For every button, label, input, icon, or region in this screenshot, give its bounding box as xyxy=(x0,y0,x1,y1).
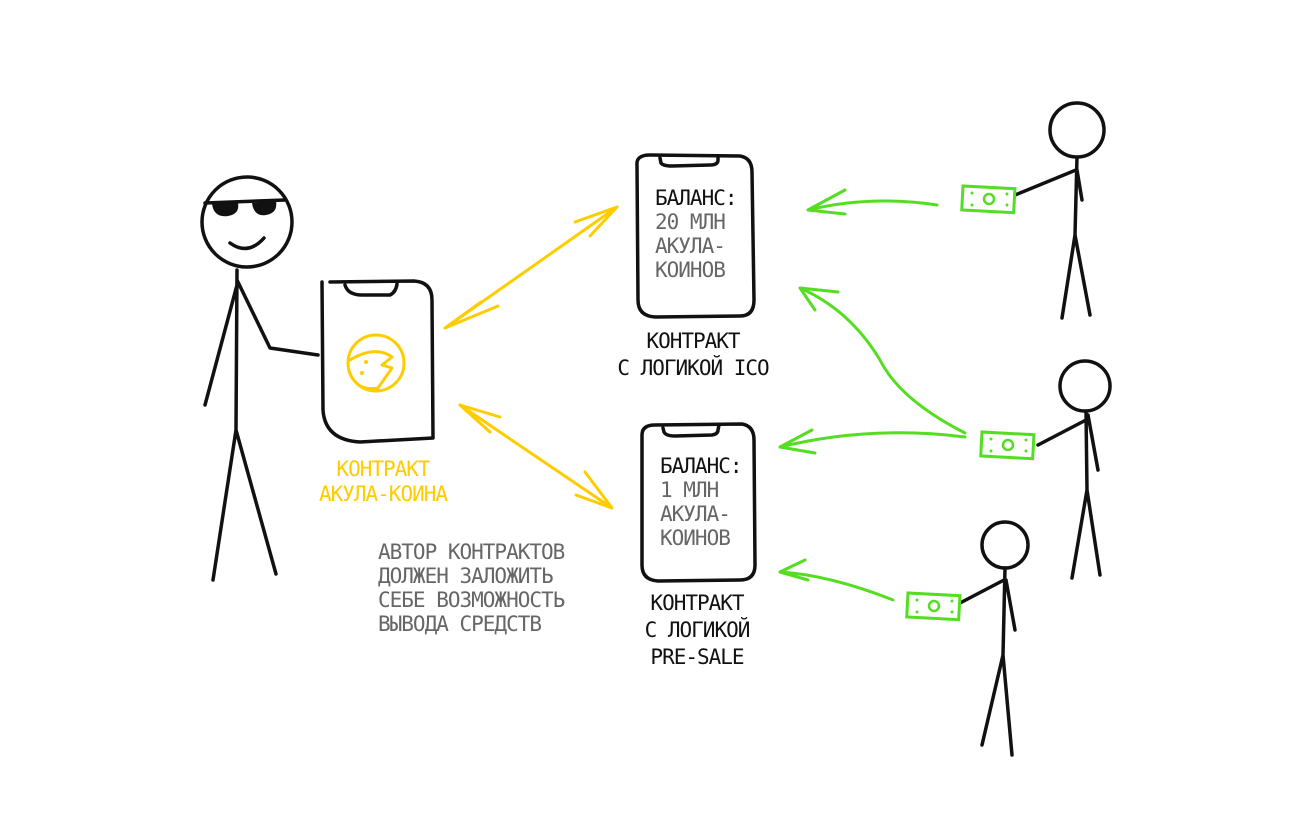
presale-balance-label: БАЛАНС: xyxy=(660,454,742,478)
presale-balance-line: 1 МЛН xyxy=(660,478,719,502)
arrow-buyer1-ico xyxy=(806,188,939,216)
token-contract-label-2: АКУЛА-КОИНА xyxy=(319,482,448,506)
ico-balance-line: АКУЛА- xyxy=(655,234,725,258)
presale-balance-line: КОИНОВ xyxy=(660,526,730,550)
buyer-figure-3 xyxy=(905,520,1030,757)
money-bill-icon xyxy=(979,430,1036,461)
presale-contract-label-2: С ЛОГИКОЙ xyxy=(645,617,750,642)
arrow-token-presale xyxy=(458,403,614,510)
presale-contract-label-1: КОНТРАКТ xyxy=(650,591,745,615)
ico-balance-line: 20 МЛН xyxy=(655,210,725,234)
ico-contract-label-1: КОНТРАКТ xyxy=(646,329,741,353)
sunglasses-icon xyxy=(203,198,287,217)
presale-contract-label-3: PRE-SALE xyxy=(650,645,744,669)
note-line: СЕБЕ ВОЗМОЖНОСТЬ xyxy=(378,588,565,612)
token-contract-phone xyxy=(320,279,435,444)
ico-contract-label-2: С ЛОГИКОЙ ICO xyxy=(617,355,769,380)
buyer-figure-1 xyxy=(960,101,1106,320)
arrow-buyer2-ico xyxy=(798,286,967,435)
token-contract-label-1: КОНТРАКТ xyxy=(336,457,431,481)
note-line: АВТОР КОНТРАКТОВ xyxy=(378,540,565,564)
ico-balance-line: КОИНОВ xyxy=(655,258,725,282)
shark-coin-icon xyxy=(346,333,406,393)
arrow-buyer2-presale xyxy=(778,428,967,455)
presale-contract-phone xyxy=(640,422,757,583)
note-line: ВЫВОДА СРЕДСТВ xyxy=(378,612,541,636)
note-line: ДОЛЖЕН ЗАЛОЖИТЬ xyxy=(378,564,553,588)
presale-balance-line: АКУЛА- xyxy=(660,502,730,526)
arrow-buyer3-presale xyxy=(778,558,895,602)
boss-head xyxy=(200,175,294,269)
money-bill-icon xyxy=(960,184,1017,215)
smile xyxy=(228,236,266,251)
ico-balance-label: БАЛАНС: xyxy=(655,186,737,210)
boss-figure xyxy=(200,175,320,582)
arrow-token-ico xyxy=(443,205,619,330)
ico-contract-phone xyxy=(635,153,756,319)
money-bill-icon xyxy=(905,591,962,622)
buyer-figure-2 xyxy=(979,359,1112,580)
